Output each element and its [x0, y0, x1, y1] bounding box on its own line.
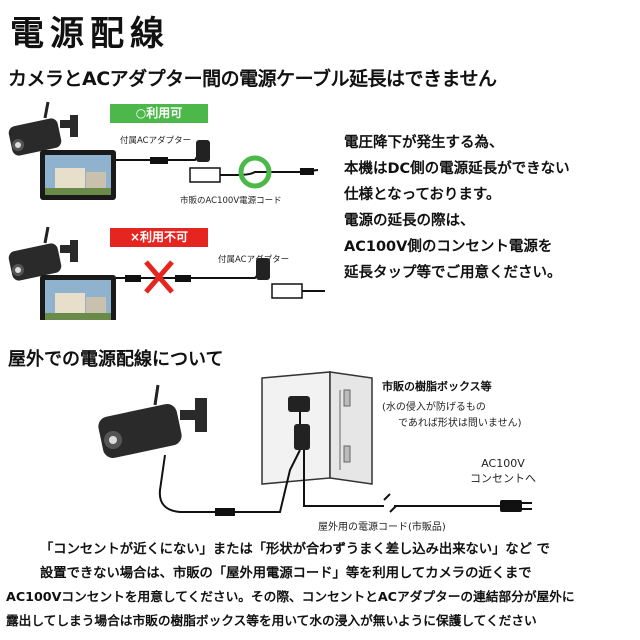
ok-circle-icon: [238, 155, 272, 189]
bottom-description: 「コンセントが近くにない」または「形状が合わずうまく差し込み出来ない」など で …: [0, 538, 640, 632]
plug-icon: [271, 283, 303, 299]
ac-outlet-label: AC100V コンセントへ: [470, 456, 536, 486]
explanation-line: 仕様となっております。: [344, 187, 501, 203]
bottom-line: 設置できない場合は、市販の「屋外用電源コード」等を利用してカメラの近くまで: [40, 565, 532, 581]
monitor-icon: [40, 275, 116, 320]
bottom-line: 露出してしまう場合は市販の樹脂ボックス等を用いて水の浸入が無いように保護してくだ…: [6, 612, 537, 628]
resin-box-label: 市販の樹脂ボックス等: [382, 380, 492, 393]
cord-label: 市販のAC100V電源コード: [180, 196, 282, 206]
ng-cross-icon: [144, 260, 174, 294]
adapter-label: 付属ACアダプター: [120, 136, 192, 146]
bottom-line: AC100Vコンセントを用意してください。その際、コンセントとACアダプターの連…: [6, 589, 575, 604]
outdoor-cord-label: 屋外用の電源コード(市販品): [318, 522, 446, 533]
plug-icon: [189, 167, 221, 183]
resin-box-note: (水の侵入が防げるもの であれば形状は問いません): [382, 400, 522, 432]
explanation-line: 電圧降下が発生する為、: [344, 135, 504, 151]
outdoor-diagram: [98, 371, 532, 516]
adapter-label: 付属ACアダプター: [218, 255, 290, 265]
outlet-icon: [294, 424, 310, 450]
ac-label-line: コンセントへ: [470, 472, 536, 485]
extension-diagram: [8, 101, 325, 320]
monitor-icon: [40, 150, 116, 200]
bottom-line: 「コンセントが近くにない」または「形状が合わずうまく差し込み出来ない」など で: [40, 542, 550, 557]
resin-box-icon: [261, 371, 373, 485]
note-line: (水の侵入が防げるもの: [382, 402, 486, 413]
note-line: であれば形状は問いません): [398, 418, 522, 429]
page-title: 電源配線: [10, 14, 170, 54]
ac-adapter-icon: [256, 258, 270, 280]
section-heading-extension: カメラとACアダプター間の電源ケーブル延長はできません: [8, 68, 497, 90]
explanation-line: 延長タップ等でご用意ください。: [344, 265, 562, 281]
not-usable-badge: ×利用不可: [110, 228, 208, 247]
ac-adapter-icon: [196, 140, 210, 162]
ac-label-line: AC100V: [481, 457, 525, 470]
explanation-line: AC100V側のコンセント電源を: [344, 239, 553, 255]
camera-icon: [8, 101, 78, 156]
section-heading-outdoor: 屋外での電源配線について: [8, 349, 224, 370]
explanation-text: 電圧降下が発生する為、 本機はDC側の電源延長ができない 仕様となっております。…: [344, 130, 570, 286]
ac-adapter-icon: [288, 396, 310, 412]
usable-badge: ○利用可: [110, 104, 208, 123]
plug-icon: [500, 500, 522, 512]
camera-icon: [98, 384, 207, 458]
explanation-line: 本機はDC側の電源延長ができない: [344, 161, 570, 177]
explanation-line: 電源の延長の際は、: [344, 213, 475, 229]
camera-icon: [8, 226, 78, 281]
